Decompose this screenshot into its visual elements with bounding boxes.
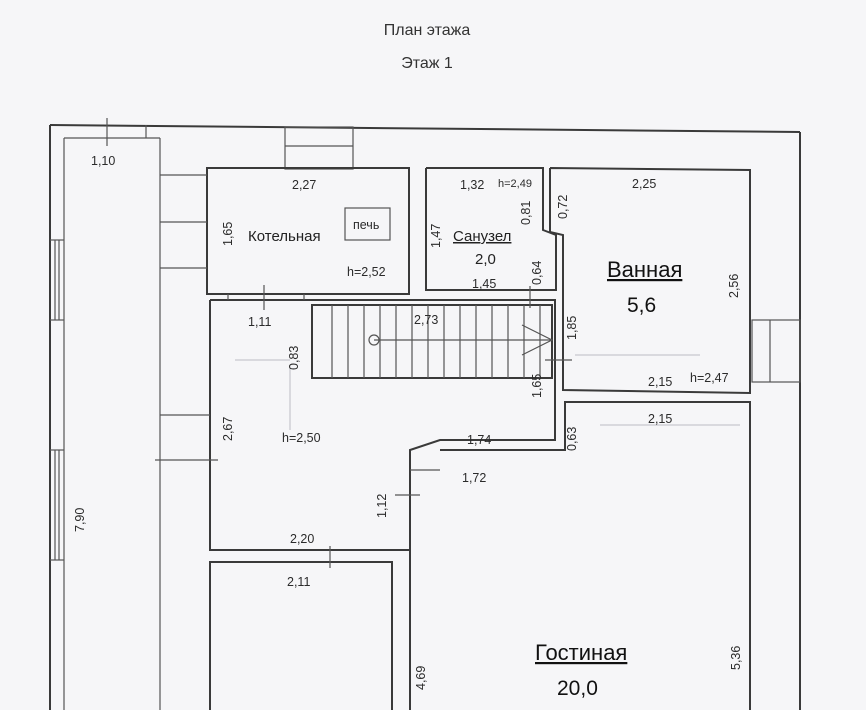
faint-artifacts: [235, 354, 740, 430]
living-room-area: 20,0: [557, 677, 598, 700]
window-right: [751, 319, 801, 383]
dim-2-27: 2,27: [292, 178, 316, 192]
living-room: [409, 401, 751, 710]
small-bathroom: [425, 167, 557, 291]
dim-0-63: 0,63: [565, 427, 579, 451]
living-room-name: Гостиная: [535, 640, 627, 665]
dim-2-67: 2,67: [221, 417, 235, 441]
dim-0-83: 0,83: [287, 346, 301, 370]
window-top: [284, 126, 354, 170]
dim-2-11: 2,11: [287, 575, 310, 589]
dim-0-72: 0,72: [556, 195, 570, 219]
dim-1-74: 1,74: [467, 433, 491, 447]
dim-2-15-b: 2,15: [648, 412, 672, 426]
small-bathroom-height: h=2,49: [498, 178, 532, 190]
boiler-room-name: Котельная: [248, 228, 321, 245]
dim-1-72: 1,72: [462, 471, 486, 485]
plan-title: План этажа: [384, 22, 471, 39]
stairs: [311, 304, 554, 379]
small-bathroom-name: Санузел: [453, 228, 511, 245]
boiler-room: [160, 167, 410, 295]
bath-room-height: h=2,47: [690, 371, 729, 385]
dim-1-32: 1,32: [460, 178, 484, 192]
dim-2-25: 2,25: [632, 177, 656, 191]
dim-1-65-b: 1,65: [530, 374, 544, 398]
dim-1-45: 1,45: [472, 277, 496, 291]
dim-1-85: 1,85: [565, 316, 579, 340]
boiler-room-height: h=2,52: [347, 265, 386, 279]
dim-0-64: 0,64: [530, 261, 544, 285]
dim-1-10: 1,10: [91, 154, 115, 168]
bath-room-name: Ванная: [607, 257, 682, 282]
bath-room-area: 5,6: [627, 294, 656, 317]
dim-2-15-a: 2,15: [648, 375, 672, 389]
dimension-ticks: [106, 118, 572, 568]
dim-1-47: 1,47: [429, 224, 443, 248]
dim-0-81: 0,81: [519, 201, 533, 225]
dim-2-73: 2,73: [414, 313, 438, 327]
dim-5-36: 5,36: [729, 646, 743, 670]
dim-1-65-a: 1,65: [221, 222, 235, 246]
hall-height: h=2,50: [282, 431, 321, 445]
dim-2-20: 2,20: [290, 532, 314, 546]
dim-1-11: 1,11: [248, 315, 271, 329]
dim-4-69: 4,69: [414, 666, 428, 690]
stove-label: печь: [353, 218, 379, 232]
hall: [155, 294, 556, 551]
small-bathroom-area: 2,0: [475, 251, 496, 268]
dim-7-90: 7,90: [73, 508, 87, 532]
bottom-left-room: [209, 561, 393, 710]
dim-2-56: 2,56: [727, 274, 741, 298]
outer-walls: [49, 124, 801, 710]
dim-1-12: 1,12: [375, 494, 389, 518]
window-left: [50, 239, 64, 561]
floor-label: Этаж 1: [401, 55, 453, 72]
bath-room: [549, 167, 751, 395]
stove-icon: [344, 207, 391, 241]
